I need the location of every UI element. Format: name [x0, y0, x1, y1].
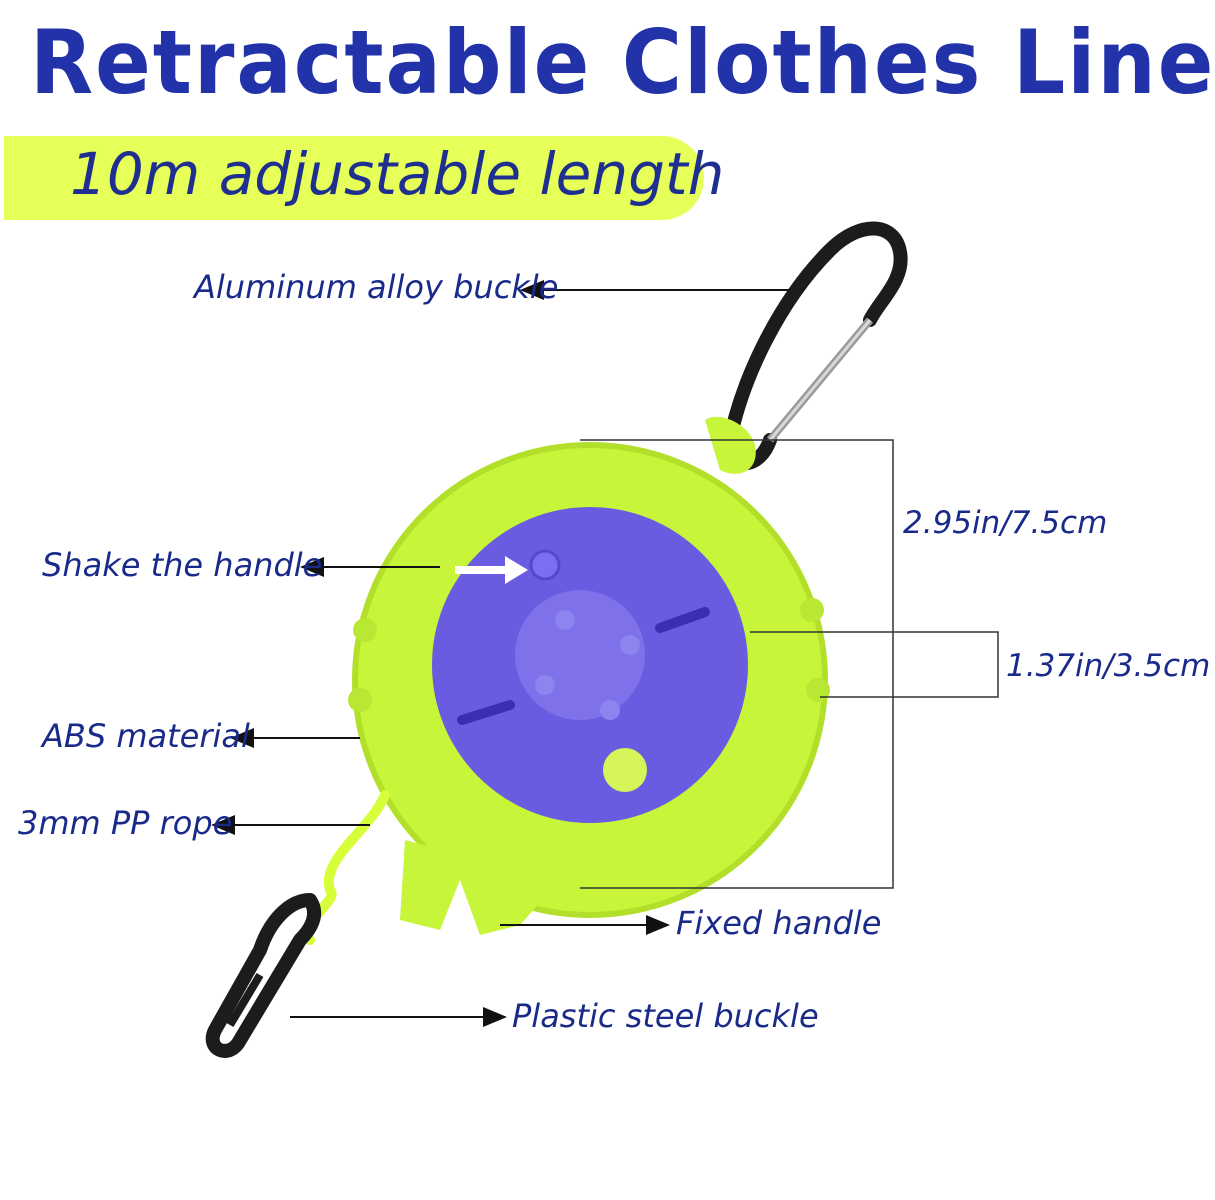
label-plastic-buckle: Plastic steel buckle [512, 997, 819, 1035]
label-shake-handle: Shake the handle [42, 546, 323, 584]
subtitle: 10m adjustable length [70, 140, 725, 208]
label-abs-material: ABS material [42, 717, 250, 755]
outer-dimension-label: 2.95in/7.5cm [903, 505, 1108, 541]
outer-dimension-bracket [580, 439, 894, 889]
plastic-buckle-icon [205, 893, 322, 1058]
inner-dimension-bracket [750, 631, 999, 698]
label-pp-rope: 3mm PP rope [18, 804, 233, 842]
subtitle-highlight [4, 136, 704, 220]
reel-disc [432, 507, 748, 823]
aluminum-carabiner-icon [721, 221, 908, 471]
white-arrow-icon [455, 556, 528, 584]
label-aluminum-buckle: Aluminum alloy buckle [194, 268, 559, 306]
label-fixed-handle: Fixed handle [676, 904, 882, 942]
page-title: Retractable Clothes Line [30, 12, 1215, 115]
inner-dimension-label: 1.37in/3.5cm [1006, 648, 1211, 684]
